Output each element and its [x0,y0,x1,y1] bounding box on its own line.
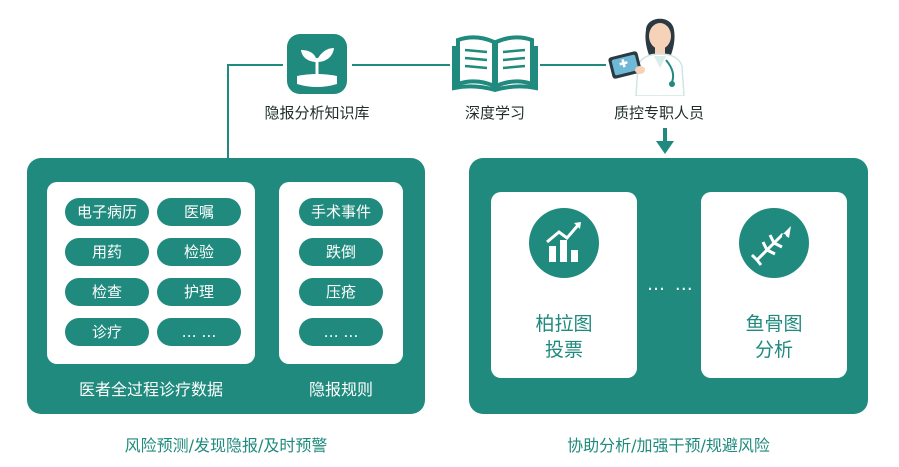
doctor-icon [606,8,702,97]
diagnosis-data-box: 电子病历 医嘱 用药 检验 检查 护理 诊疗 … … [47,182,255,364]
rule-item: 压疮 [299,278,383,306]
left-panel: 电子病历 医嘱 用药 检验 检查 护理 诊疗 … … 手术事件 跌倒 压疮 … … [27,158,425,414]
data-item: 医嘱 [157,198,241,226]
rule-item: 手术事件 [299,198,383,226]
data-item: 护理 [157,278,241,306]
fishbone-card: 鱼骨图 分析 [701,192,847,378]
book-icon [452,30,538,93]
data-item: 诊疗 [65,318,149,346]
left-footer: 风险预测/发现隐报/及时预警 [124,436,328,455]
data-item: 检验 [157,238,241,266]
data-item: … … [157,318,241,346]
rules-box: 手术事件 跌倒 压疮 … … [279,182,403,364]
qc-staff-label: 质控专职人员 [613,104,704,122]
right-panel: 柏拉图 投票 … … 鱼骨图 分析 [469,158,868,414]
deep-learning-label: 深度学习 [464,104,525,122]
more-ellipsis: … … [647,274,695,295]
seedling-icon [285,32,349,96]
rule-item: … … [299,318,383,346]
data-item: 检查 [65,278,149,306]
data-item: 电子病历 [65,198,149,226]
bar-chart-icon [529,208,599,278]
arrow-down-icon [655,128,675,156]
fishbone-title-line1: 鱼骨图 [745,313,803,335]
connector-dl-qc [540,64,606,66]
pareto-card: 柏拉图 投票 [491,192,637,378]
connector-kb-vertical [227,64,229,158]
knowledge-base-label: 隐报分析知识库 [264,104,370,122]
connector-kb-dl [352,64,450,66]
data-item: 用药 [65,238,149,266]
connector-kb-horizontal [227,64,283,66]
rules-caption: 隐报规则 [308,380,373,399]
pareto-title-line2: 投票 [544,339,583,361]
pareto-title-line1: 柏拉图 [535,313,593,335]
diagnosis-data-caption: 医者全过程诊疗数据 [78,380,223,399]
fishbone-icon [739,208,809,278]
fishbone-title-line2: 分析 [754,339,793,361]
rule-item: 跌倒 [299,238,383,266]
right-footer: 协助分析/加强干预/规避风险 [567,436,770,455]
